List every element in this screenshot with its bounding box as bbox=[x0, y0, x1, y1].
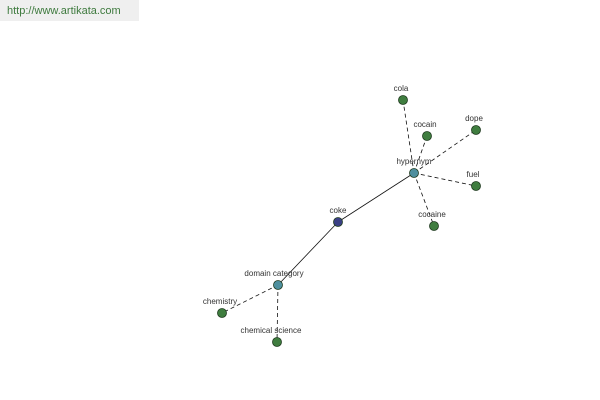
node-circle-coke[interactable] bbox=[333, 217, 343, 227]
node-label-chemistry: chemistry bbox=[203, 297, 237, 306]
node-chemical-science[interactable]: chemical science bbox=[241, 326, 302, 347]
url-bar: http://www.artikata.com bbox=[0, 0, 139, 21]
node-label-cocain: cocain bbox=[413, 120, 436, 129]
node-circle-chemical-science[interactable] bbox=[272, 337, 282, 347]
node-fuel[interactable]: fuel bbox=[467, 170, 481, 191]
node-cocain[interactable]: cocain bbox=[413, 120, 437, 141]
edge-hypernym-cola bbox=[402, 99, 415, 174]
node-label-cola: cola bbox=[394, 84, 409, 93]
node-dope[interactable]: dope bbox=[465, 114, 483, 135]
node-circle-chemistry[interactable] bbox=[217, 308, 227, 318]
node-domain-category[interactable]: domain category bbox=[244, 269, 304, 290]
node-circle-cola[interactable] bbox=[398, 95, 408, 105]
graph-nodes: cola cocain dope fuel cocaine hypernym chemist… bbox=[203, 84, 483, 347]
edge-hypernym-fuel bbox=[413, 172, 477, 187]
graph-edges bbox=[221, 99, 477, 343]
node-circle-domain-category[interactable] bbox=[273, 280, 283, 290]
node-circle-cocaine[interactable] bbox=[429, 221, 439, 231]
node-circle-fuel[interactable] bbox=[471, 181, 481, 191]
node-hypernym[interactable]: hypernym bbox=[396, 157, 432, 178]
node-label-hypernym: hypernym bbox=[396, 157, 431, 166]
node-label-chemical-science: chemical science bbox=[241, 326, 302, 335]
node-cola[interactable]: cola bbox=[394, 84, 409, 105]
edge-domain-category-chemical-science bbox=[276, 284, 279, 343]
edge-domain-category-chemistry bbox=[221, 284, 279, 314]
edge-hypernym-dope bbox=[413, 129, 477, 174]
node-chemistry[interactable]: chemistry bbox=[203, 297, 237, 318]
node-coke[interactable]: coke bbox=[330, 206, 347, 227]
site-url[interactable]: http://www.artikata.com bbox=[7, 5, 121, 17]
edge-coke-domain-category bbox=[277, 221, 339, 286]
edge-hypernym-cocain bbox=[413, 135, 428, 174]
edge-hypernym-cocaine bbox=[413, 172, 435, 227]
node-label-fuel: fuel bbox=[467, 170, 480, 179]
node-label-domain-category: domain category bbox=[244, 269, 303, 278]
node-circle-dope[interactable] bbox=[471, 125, 481, 135]
node-circle-hypernym[interactable] bbox=[409, 168, 419, 178]
node-label-coke: coke bbox=[330, 206, 347, 215]
edge-coke-hypernym bbox=[337, 172, 415, 223]
node-label-dope: dope bbox=[465, 114, 483, 123]
node-cocaine[interactable]: cocaine bbox=[418, 210, 446, 231]
node-circle-cocain[interactable] bbox=[422, 131, 432, 141]
node-label-cocaine: cocaine bbox=[418, 210, 446, 219]
